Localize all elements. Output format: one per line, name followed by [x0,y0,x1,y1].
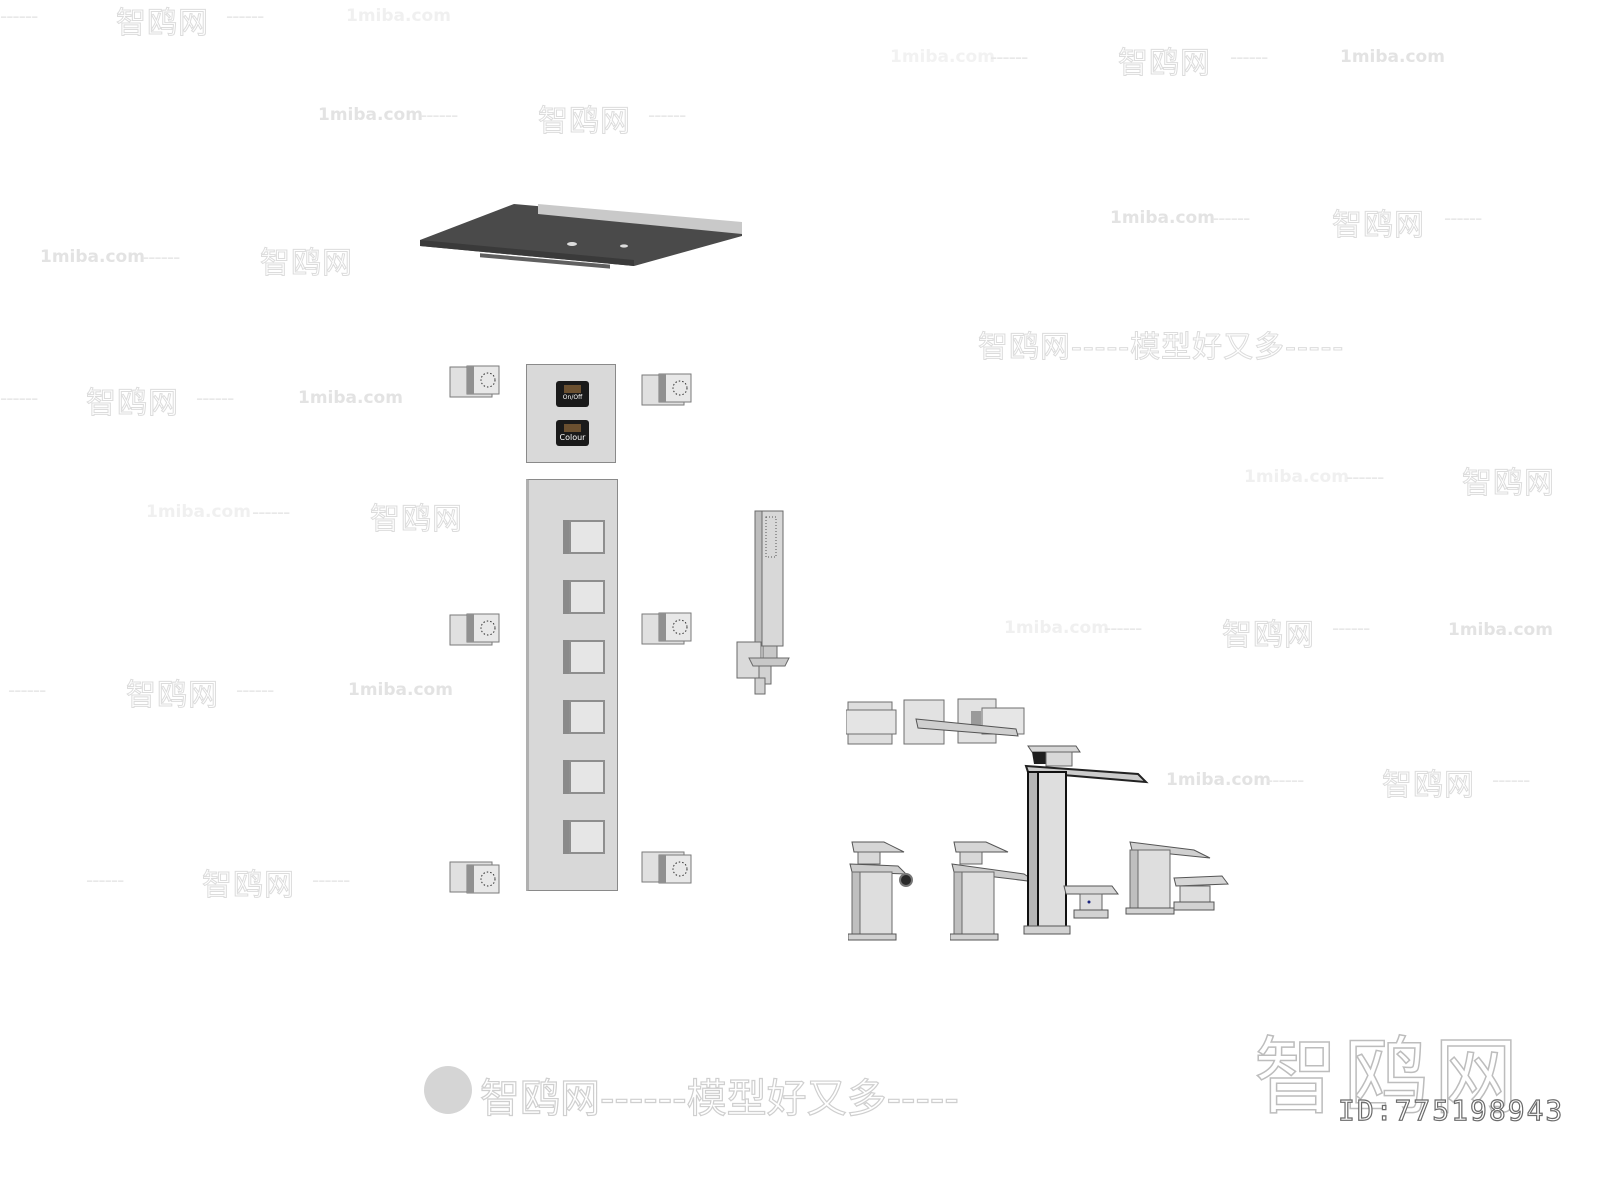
watermark-brand: 智鸥网 [1222,618,1315,654]
watermark-dashes: ------ [252,500,290,524]
valve-knob[interactable] [569,760,605,794]
watermark-site: 1miba.com [1340,47,1445,67]
body-jet [449,613,500,646]
valve-knob[interactable] [569,520,605,554]
watermark-brand: 智鸥网 [116,6,209,42]
watermark-dashes: ------ [420,103,458,127]
watermark-dashes: ------ [8,678,46,702]
wall-mounted-mixer-set [846,698,1025,745]
watermark-site: 1miba.com [298,388,403,408]
watermark-dashes: ------ [226,4,264,28]
model-id: ID:775198943 [1337,1093,1565,1127]
body-jet [641,373,692,406]
watermark-site: 1miba.com [890,47,995,67]
hand-shower [736,510,790,695]
watermark-brand: 智鸥网 [126,678,219,714]
watermark-dashes: ------ [1444,206,1482,230]
brand-logo-icon [424,1066,472,1114]
watermark-dashes: ------ [312,868,350,892]
watermark-dashes: ------ [1104,616,1142,640]
watermark-site: 1miba.com [348,680,453,700]
on-off-button[interactable]: On/Off [556,381,589,407]
mixer-handle [1063,885,1119,919]
valve-panel [526,479,618,891]
tall-basin-mixer [1023,745,1149,935]
watermark-site: 1miba.com [1448,620,1553,640]
watermark-brand: 智鸥网 [1462,466,1555,502]
indicator-light-icon [564,424,581,432]
bidet-mixer [848,841,913,941]
watermark-site: 1miba.com [146,502,251,522]
watermark-brand: 智鸥网 [370,502,463,538]
watermark-dashes: ------ [1492,768,1530,792]
body-jet [641,851,692,884]
watermark-brand: 智鸥网 [1332,208,1425,244]
watermark-dashes: ------ [236,678,274,702]
watermark-dashes: ------ [1332,616,1370,640]
watermark-site: 1miba.com [1166,770,1271,790]
watermark-dashes: ------ [0,4,38,28]
watermark-brand: 智鸥网 [86,386,179,422]
watermark-site: 1miba.com [40,247,145,267]
watermark-brand: 智鸥网 [1382,768,1475,804]
body-jet [449,365,500,398]
body-jet [449,861,500,894]
indicator-light-icon [564,385,581,393]
control-panel: On/Off Colour [526,364,616,463]
watermark-brand: 智鸥网 [538,104,631,140]
colour-label: Colour [559,433,586,442]
watermark-site: 1miba.com [1244,467,1349,487]
body-jet [641,612,692,645]
watermark-dashes: ------ [1230,45,1268,69]
watermark-dashes: ------ [142,245,180,269]
colour-button[interactable]: Colour [556,420,589,446]
watermark-site: 1miba.com [1110,208,1215,228]
watermark-brand: 智鸥网 [1118,46,1211,82]
watermark-dashes: ------ [648,103,686,127]
watermark-site: 1miba.com [346,6,451,26]
brand-logo-large: 智鸥网 [1253,1027,1524,1127]
valve-knob[interactable] [569,700,605,734]
watermark-slogan: 智鸥网-----模型好又多----- [977,330,1345,366]
watermark-dashes: ------ [0,386,38,410]
watermark-site: 1miba.com [318,105,423,125]
watermark-dashes: ------ [1346,465,1384,489]
watermark-brand: 智鸥网 [202,868,295,904]
valve-knob[interactable] [569,640,605,674]
watermark-dashes: ------ [990,45,1028,69]
watermark-dashes: ------ [1212,206,1250,230]
watermark-dashes: ------ [1266,768,1304,792]
watermark-dashes: ------ [86,868,124,892]
valve-knob[interactable] [569,580,605,614]
mixer-handle [1173,875,1229,911]
watermark-dashes: ------ [196,386,234,410]
valve-knob[interactable] [569,820,605,854]
watermark-site: 1miba.com [1004,618,1109,638]
basin-mixer [950,841,1037,941]
on-off-label: On/Off [562,394,583,401]
watermark-brand: 智鸥网 [260,246,353,282]
rain-shower-head [420,204,742,269]
bottom-slogan: 智鸥网------模型好又多----- [479,1075,959,1122]
three-hole-spout [1125,841,1211,915]
